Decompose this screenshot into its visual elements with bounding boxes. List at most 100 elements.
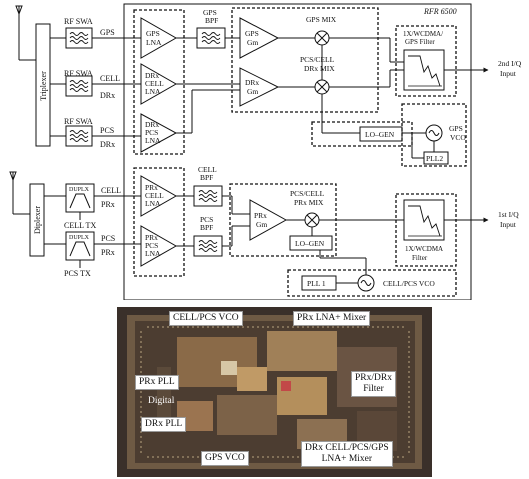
die-label-cell-pcs-vco: CELL/PCS VCO	[169, 311, 243, 326]
lna-drx-pcs: DRx PCS LNA	[140, 113, 178, 153]
svg-text:LNA: LNA	[145, 199, 161, 208]
gps-mixer-icon	[314, 30, 330, 46]
die-label-prx-drx-filter-line2: Filter	[363, 384, 384, 394]
svg-text:GPS: GPS	[203, 8, 217, 17]
lo-gen-2	[289, 235, 333, 251]
triplexer-label: Triplexer	[39, 71, 48, 101]
gps-vco-group	[401, 103, 467, 167]
duplexer-2: DUPLX	[65, 231, 95, 261]
rf-swa-label-1: RF SWA	[64, 17, 93, 26]
svg-text:GPS Filter: GPS Filter	[405, 38, 435, 46]
die-label-digital: Digital	[148, 396, 175, 406]
cell-pcs-vco-group	[287, 269, 457, 297]
filter-2nd: 1X/WCDMA/ GPS Filter	[403, 30, 445, 91]
svg-text:GPS: GPS	[245, 29, 259, 38]
gps-mix-label: GPS MIX	[306, 15, 337, 24]
die-photo: CELL/PCS VCO PRx LNA+ Mixer PRx PLL Digi…	[117, 307, 432, 477]
svg-text:PRx: PRx	[145, 233, 158, 242]
signal-prx-1: PRx	[101, 200, 115, 209]
die-label-prx-lna-mixer: PRx LNA+ Mixer	[293, 311, 371, 326]
svg-text:PRx: PRx	[254, 211, 267, 220]
rf-swa-filter-3: RF SWA	[64, 117, 93, 147]
lo-gen-1-label: LO–GEN	[365, 130, 395, 139]
svg-text:PRx: PRx	[145, 183, 158, 192]
svg-text:PCS: PCS	[145, 128, 158, 137]
svg-text:LNA: LNA	[145, 136, 161, 145]
diplexer-block	[29, 183, 45, 257]
rf-swa-label-3: RF SWA	[64, 117, 93, 126]
gm-drx: DRx Gm	[239, 67, 280, 107]
lna-prx-pcs: PRx PCS LNA	[140, 225, 178, 267]
drx-mixer-icon	[314, 79, 330, 95]
drx-lna-group	[133, 9, 185, 155]
cell-pcs-vco-osc-icon	[357, 274, 375, 292]
svg-text:PCS: PCS	[200, 215, 213, 224]
cell-tx-label: CELL TX	[64, 221, 96, 230]
signal-cell-drx: CELL	[100, 74, 120, 83]
output-2nd-line2: Input	[500, 69, 517, 78]
die-label-drx-lna-mixer-line2: LNA+ Mixer	[321, 454, 373, 464]
die-label-drx-lna-mixer: DRx CELL/PCS/GPS LNA+ Mixer	[301, 441, 393, 467]
prx-mixer-icon	[304, 212, 320, 228]
svg-text:DRx: DRx	[145, 71, 159, 80]
signal-gps: GPS	[100, 28, 115, 37]
die-label-prx-drx-filter-line1: PRx/DRx	[355, 373, 392, 383]
lna-gps: GPS LNA	[140, 17, 178, 59]
die-label-drx-lna-mixer-line1: DRx CELL/PCS/GPS	[305, 443, 389, 453]
gps-vco-osc-icon	[425, 124, 443, 142]
svg-text:PCS: PCS	[145, 241, 158, 250]
die-label-gps-vco: GPS VCO	[201, 451, 249, 466]
filter-1st: 1X/WCDMA Filter	[403, 199, 445, 262]
cell-bpf: CELL BPF	[193, 165, 223, 207]
filter-2nd-group	[395, 25, 457, 97]
svg-text:CELL: CELL	[198, 165, 217, 174]
svg-text:BPF: BPF	[200, 173, 213, 182]
filter-1st-group	[395, 193, 457, 267]
die-label-drx-pll: DRx PLL	[141, 417, 187, 432]
output-2nd-line1: 2nd I/Q	[498, 59, 522, 68]
pll2-label: PLL2	[426, 154, 443, 163]
cell-pcs-vco-label: CELL/PCS VCO	[383, 279, 435, 288]
rf-swa-filter-1: RF SWA	[64, 17, 93, 49]
signal-prx-2: PRx	[101, 248, 115, 257]
svg-text:BPF: BPF	[200, 223, 213, 232]
antenna-icon-2	[9, 171, 17, 214]
drx-mix-label-2: DRx MIX	[304, 64, 335, 73]
svg-text:Filter: Filter	[412, 254, 428, 262]
lo-gen-2-label: LO–GEN	[295, 239, 325, 248]
svg-text:Gm: Gm	[247, 38, 258, 47]
svg-text:1X/WCDMA: 1X/WCDMA	[405, 245, 443, 253]
die-label-prx-drx-filter: PRx/DRx Filter	[351, 371, 396, 397]
rf-swa-label-2: RF SWA	[64, 69, 93, 78]
die-photo-art	[117, 307, 432, 477]
gm-gps: GPS Gm	[239, 17, 280, 59]
die-label-prx-pll: PRx PLL	[135, 375, 179, 390]
signal-drx-2: DRx	[100, 140, 115, 149]
lna-prx-cell: PRx CELL LNA	[140, 175, 178, 217]
pll1-label: PLL 1	[307, 279, 326, 288]
block-diagram: RFR 6500 Triplexer RF SWA RF SWA RF SWA …	[9, 3, 522, 300]
svg-text:GPS: GPS	[146, 29, 160, 38]
svg-text:BPF: BPF	[205, 16, 218, 25]
antenna-icon	[15, 5, 23, 60]
svg-text:LNA: LNA	[145, 249, 161, 258]
diplexer-label: Diplexer	[33, 206, 42, 234]
svg-text:1X/WCDMA/: 1X/WCDMA/	[403, 30, 443, 38]
chip-title: RFR 6500	[423, 7, 457, 16]
svg-text:CELL: CELL	[145, 79, 164, 88]
svg-text:DUPLX: DUPLX	[69, 235, 90, 241]
pcs-bpf: PCS BPF	[193, 215, 223, 257]
svg-text:LNA: LNA	[145, 87, 161, 96]
signal-cell-prx: CELL	[101, 186, 121, 195]
triplexer-block	[35, 23, 51, 147]
svg-text:Gm: Gm	[247, 87, 258, 96]
signal-pcs-drx: PCS	[100, 126, 114, 135]
output-1st-line2: Input	[500, 220, 517, 229]
svg-text:CELL: CELL	[145, 191, 164, 200]
drx-mix-label-1: PCS/CELL	[300, 55, 335, 64]
svg-text:Gm: Gm	[256, 220, 267, 229]
svg-text:DRx: DRx	[245, 78, 259, 87]
duplexer-1: DUPLX	[65, 183, 95, 213]
rf-swa-filter-2: RF SWA	[64, 69, 93, 97]
pcs-tx-label: PCS TX	[64, 269, 91, 278]
